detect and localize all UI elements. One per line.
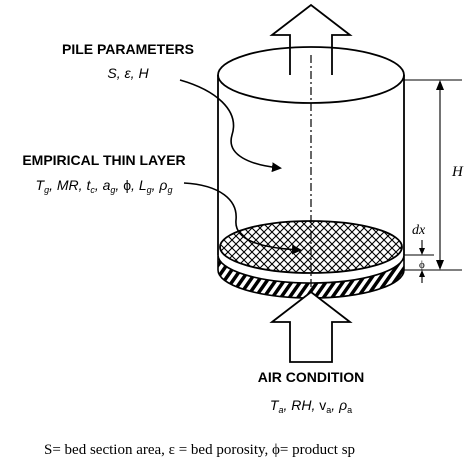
dim-phi-label: ϕ (419, 259, 425, 271)
dim-dx-arrow1 (419, 248, 425, 255)
dim-dx-arrow2 (419, 270, 425, 277)
dim-H-arrow-bottom (436, 260, 444, 270)
thin-layer-vars: Tg, MR, tc, ag, ϕ, Lg, ρg (36, 177, 173, 195)
pile-params-pointer (179, 79, 282, 173)
air-condition-title: AIR CONDITION (258, 369, 365, 385)
pile-params-title: PILE PARAMETERS (62, 41, 194, 57)
dim-H-arrow-top (436, 80, 444, 90)
thin-layer-pointer (183, 182, 302, 255)
exhaust-arrow (269, 3, 353, 75)
dim-H-label: H (451, 164, 464, 180)
pile-params-vars: S, ε, H (107, 65, 149, 81)
air-condition-vars: Ta, RH, va, ρa (270, 397, 352, 415)
caption: S= bed section area, ε = bed porosity, ϕ… (44, 442, 355, 458)
dim-dx-label: dx (412, 223, 426, 238)
air-inlet-arrow (269, 290, 353, 363)
thin-layer-title: EMPIRICAL THIN LAYER (22, 152, 185, 168)
